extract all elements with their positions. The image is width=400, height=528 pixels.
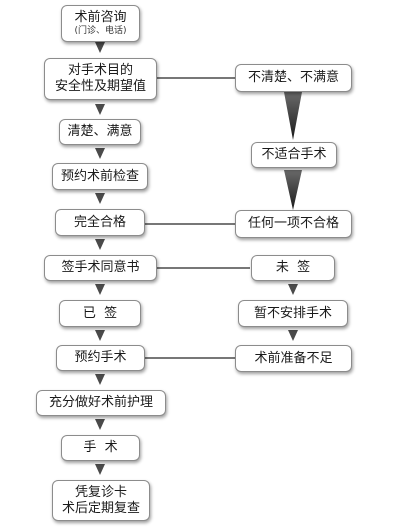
node-notsigned: 未 签 xyxy=(251,255,335,281)
arrow-clear-to-exam xyxy=(95,148,105,159)
arrow-unfit-to-anyfail xyxy=(284,170,302,210)
node-safety-line2: 安全性及期望值 xyxy=(54,79,146,94)
node-book: 预约手术 xyxy=(56,345,145,371)
arrow-signed-to-book xyxy=(95,330,105,341)
node-surgery-label: 手 术 xyxy=(83,440,118,455)
node-consent: 签手术同意书 xyxy=(44,255,157,281)
node-signed: 已 签 xyxy=(59,300,141,327)
node-exam-label: 预约术前检查 xyxy=(60,168,139,184)
arrow-noschedule-to-insufficient xyxy=(288,330,298,341)
node-review: 凭复诊卡 术后定期复查 xyxy=(52,480,150,521)
arrow-safety-to-clear xyxy=(95,104,105,115)
arrow-unclear-to-unfit xyxy=(284,92,302,140)
arrow-notsigned-to-noschedule xyxy=(288,284,298,295)
node-surgery: 手 术 xyxy=(61,435,140,461)
node-review-line1: 凭复诊卡 xyxy=(74,484,127,500)
node-qualified-label: 完全合格 xyxy=(73,214,126,230)
node-unfit: 不适合手术 xyxy=(251,142,337,168)
node-insufficient-label: 术前准备不足 xyxy=(254,350,333,366)
node-anyfail-label: 任何一项不合格 xyxy=(247,216,339,231)
node-safety: 对手术目的 安全性及期望值 xyxy=(44,58,157,100)
node-signed-label: 已 签 xyxy=(82,305,118,321)
node-clear-label: 清楚、满意 xyxy=(67,124,133,139)
node-noschedule-label: 暂不安排手术 xyxy=(253,305,332,321)
node-insufficient: 术前准备不足 xyxy=(235,345,352,372)
node-consult-sublabel: (门诊、电话) xyxy=(74,26,127,36)
arrow-consult-to-safety xyxy=(95,42,105,53)
node-consult: 术前咨询 (门诊、电话) xyxy=(61,5,140,42)
node-exam: 预约术前检查 xyxy=(52,163,148,190)
node-consult-label: 术前咨询 xyxy=(74,10,127,25)
node-qualified: 完全合格 xyxy=(55,209,145,236)
node-unclear: 不清楚、不满意 xyxy=(235,64,352,92)
arrow-exam-to-qualified xyxy=(95,193,105,204)
node-care-label: 充分做好术前护理 xyxy=(48,395,153,410)
node-unfit-label: 不适合手术 xyxy=(261,147,327,162)
node-clear: 清楚、满意 xyxy=(59,119,141,145)
node-noschedule: 暂不安排手术 xyxy=(238,300,348,327)
arrow-care-to-surgery xyxy=(95,419,105,430)
node-safety-line1: 对手术目的 xyxy=(67,63,133,78)
arrow-book-to-care xyxy=(95,374,105,385)
node-review-line2: 术后定期复查 xyxy=(61,500,140,516)
node-notsigned-label: 未 签 xyxy=(275,260,311,275)
arrow-qualified-to-consent xyxy=(95,239,105,250)
node-book-label: 预约手术 xyxy=(74,350,127,365)
node-care: 充分做好术前护理 xyxy=(36,390,166,416)
arrow-surgery-to-review xyxy=(95,464,105,475)
node-anyfail: 任何一项不合格 xyxy=(235,210,352,238)
node-unclear-label: 不清楚、不满意 xyxy=(247,70,339,85)
arrow-consent-to-signed xyxy=(95,284,105,295)
node-consent-label: 签手术同意书 xyxy=(61,260,140,275)
